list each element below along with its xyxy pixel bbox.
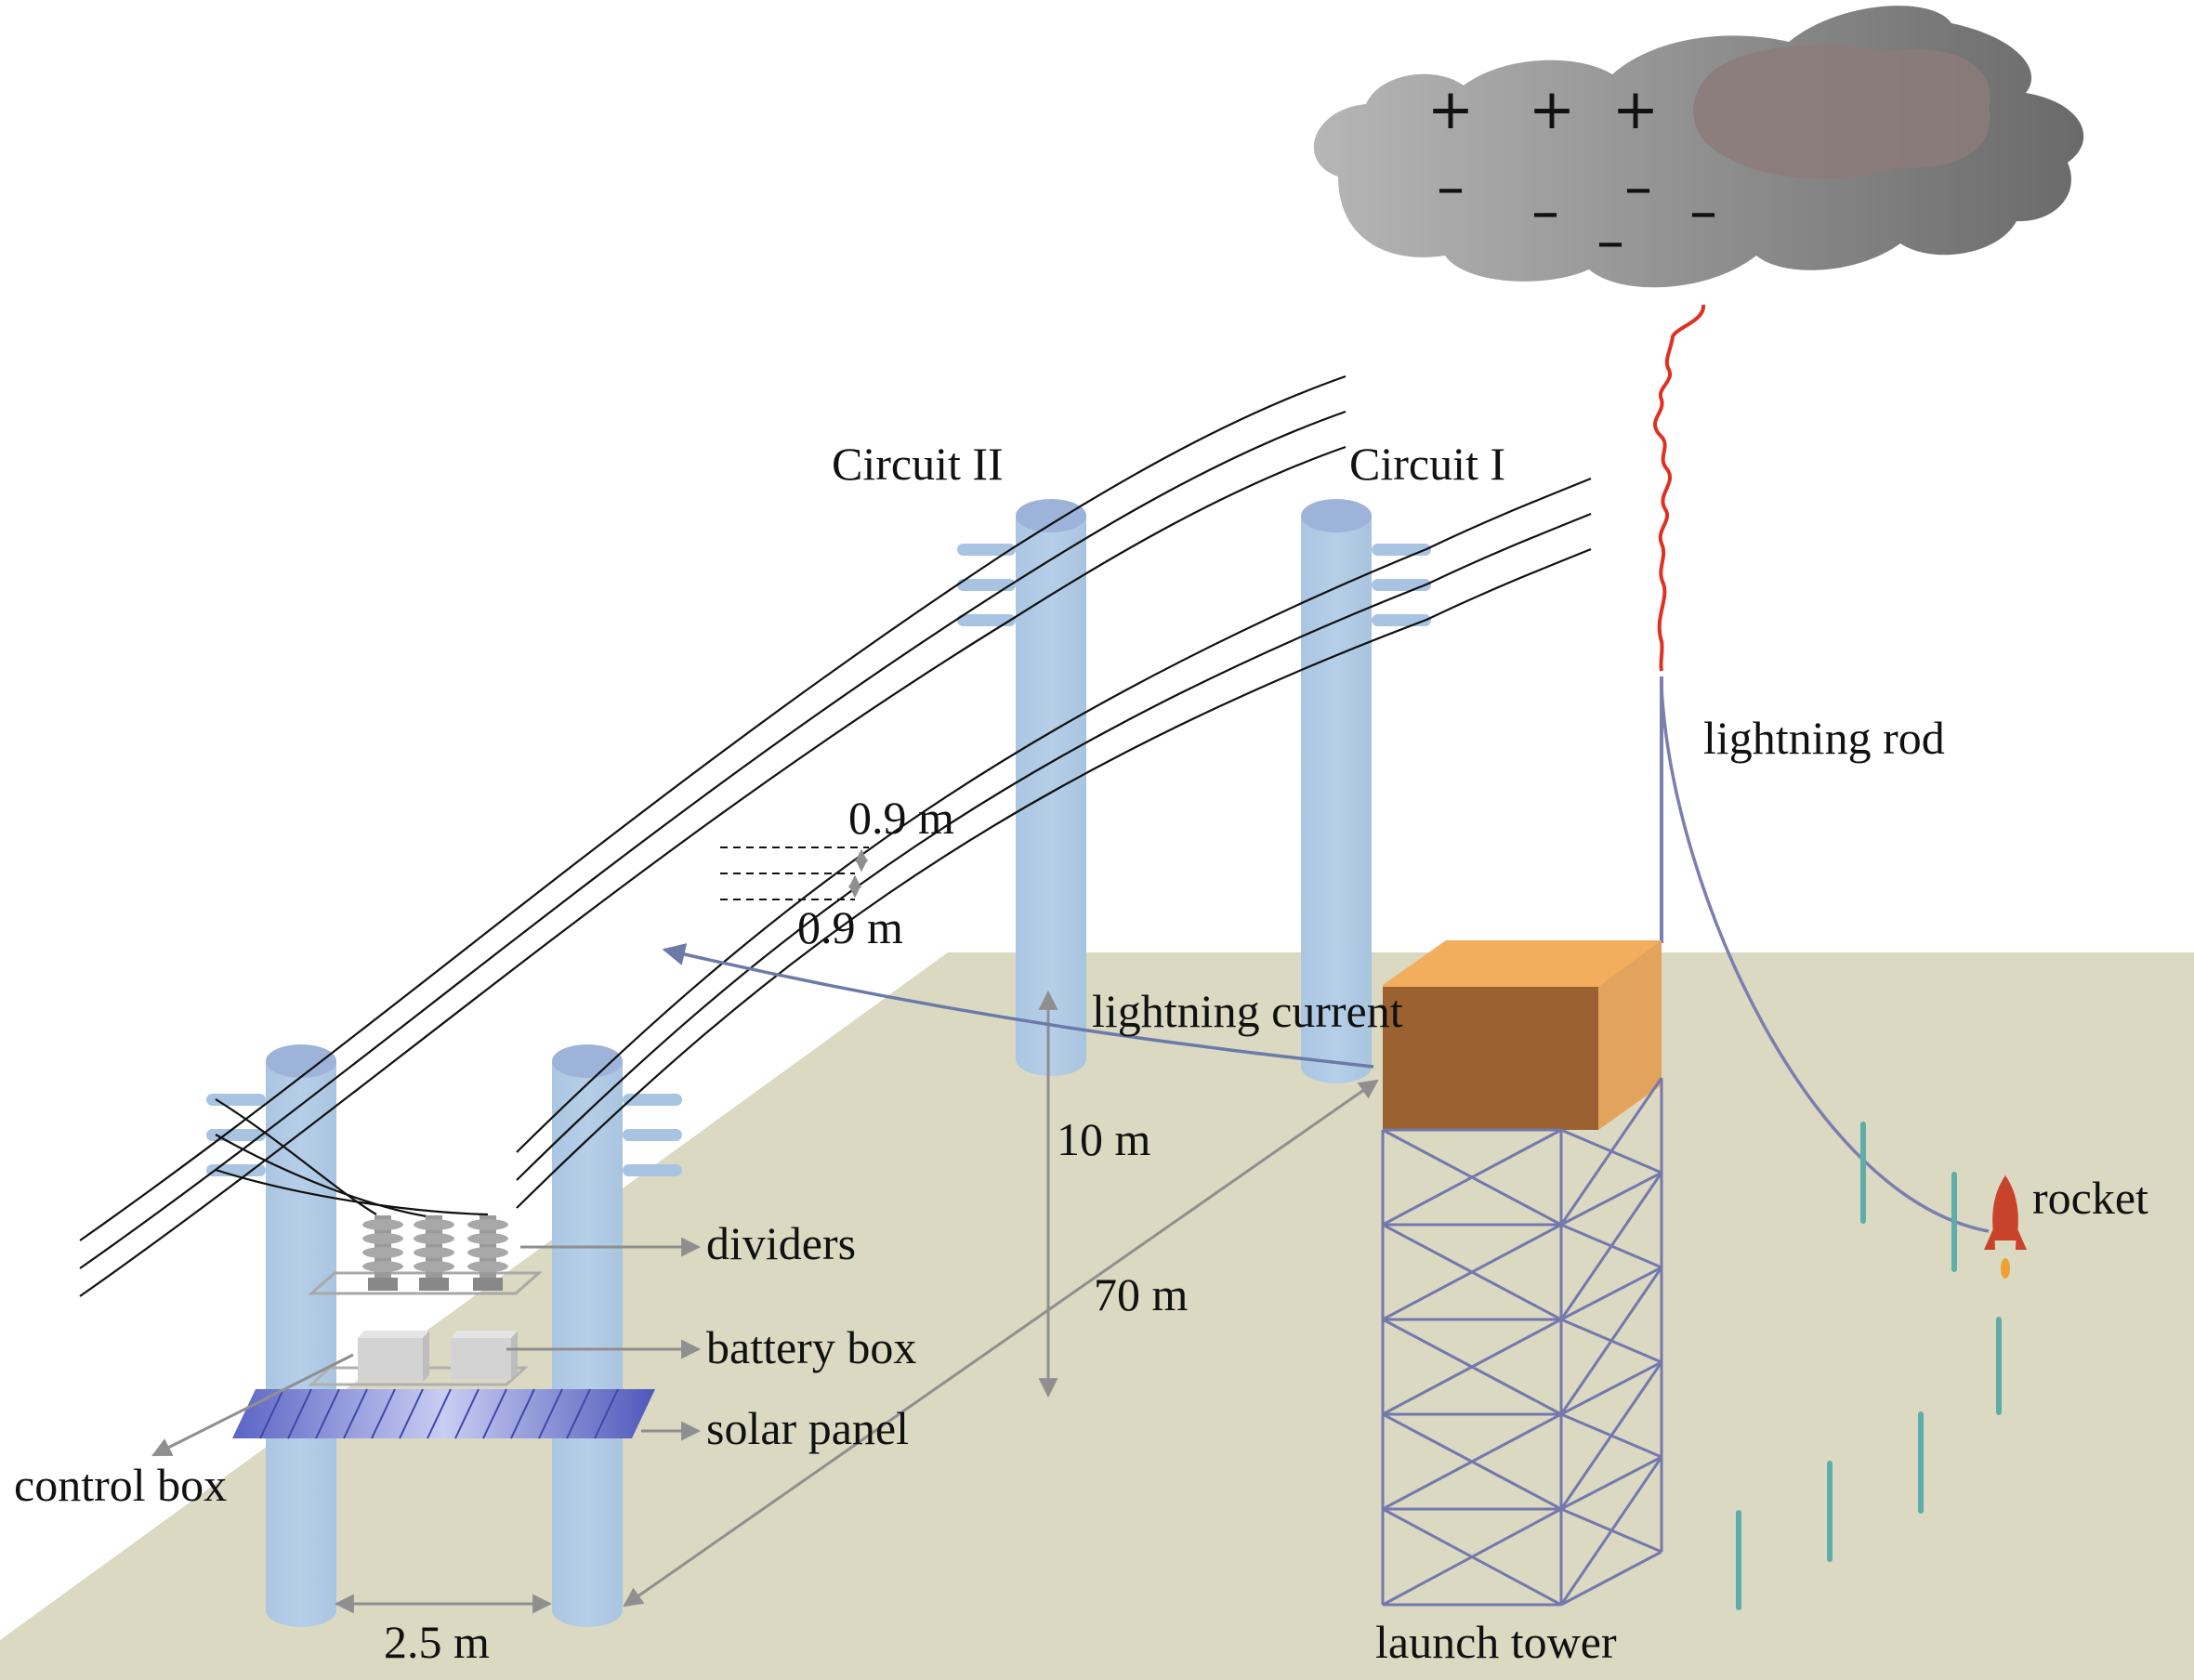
pole-height-label: 10 m <box>1057 1113 1151 1165</box>
dividers-label: dividers <box>706 1217 856 1269</box>
field-markers <box>1736 1122 2002 1610</box>
circuit-2-conductors <box>79 374 1347 1297</box>
negative-charge: – <box>1531 179 1559 244</box>
negative-charge: – <box>1437 155 1465 220</box>
divider-platform <box>308 1271 543 1295</box>
battery-box-2 <box>451 1331 518 1380</box>
distance-to-tower-label: 70 m <box>1094 1268 1189 1320</box>
negative-charge: – <box>1624 155 1652 220</box>
thundercloud <box>1313 6 2084 288</box>
circuit-2-pole <box>957 499 1086 1076</box>
control-box-leader <box>151 1353 354 1457</box>
solar-panel-label: solar panel <box>706 1402 909 1454</box>
upper-spacing-label: 0.9 m <box>848 792 954 844</box>
positive-charge: + <box>1612 77 1659 142</box>
battery-box-1 <box>358 1331 429 1382</box>
rocket-label: rocket <box>2032 1172 2148 1224</box>
positive-charge: + <box>1427 77 1474 142</box>
negative-charge: – <box>1596 209 1624 274</box>
lightning-rod-label: lightning rod <box>1703 712 1945 764</box>
lower-spacing-label: 0.9 m <box>797 901 903 953</box>
rocket-trailing-wire <box>1660 687 1990 1233</box>
lightning-current-label: lightning current <box>1092 985 1403 1037</box>
pole-spacing-label: 2.5 m <box>384 1616 490 1668</box>
solar-panel <box>232 1388 655 1439</box>
distance-to-tower-arrow <box>623 1079 1379 1608</box>
battery-box-label: battery box <box>706 1321 916 1373</box>
launch-tower <box>1381 940 1663 1607</box>
control-box-label: control box <box>14 1459 227 1511</box>
circuit-1-pole <box>1301 499 1431 1083</box>
drop-leads <box>215 1098 489 1219</box>
conductor-spacing-markers <box>720 847 869 900</box>
lightning-channel <box>1652 304 1705 672</box>
positive-charge: + <box>1529 77 1575 142</box>
circuit-1-conductors <box>516 477 1592 1209</box>
negative-charge: – <box>1689 179 1717 244</box>
circuit-2-label: Circuit II <box>832 438 1004 490</box>
lightning-current-arrow <box>662 943 1374 1069</box>
circuit-1-label: Circuit I <box>1349 438 1505 490</box>
divider-insulators <box>362 1215 508 1291</box>
rocket <box>1984 1175 2027 1279</box>
launch-tower-label: launch tower <box>1375 1616 1617 1668</box>
